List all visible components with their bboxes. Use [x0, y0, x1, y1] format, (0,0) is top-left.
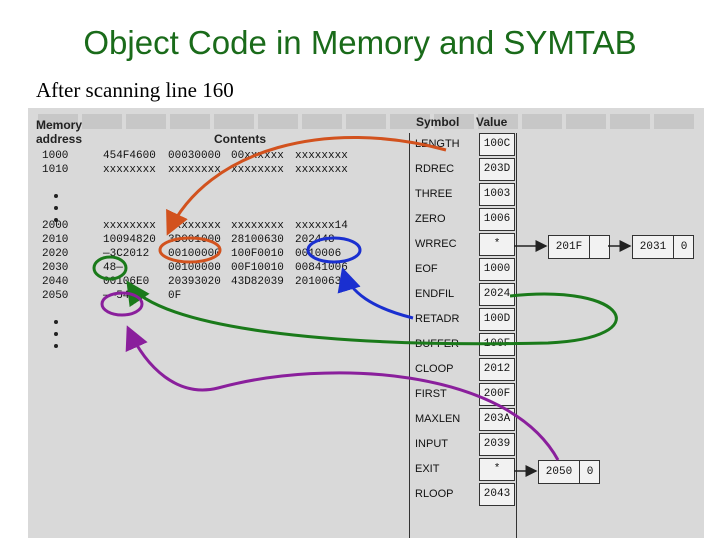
symbol-name: EXIT — [415, 463, 440, 475]
contents-header: Contents — [214, 132, 266, 146]
endfil-ref-circle — [92, 255, 128, 281]
symbol-value: 2024 — [479, 283, 515, 306]
memory-word: 00100000 — [168, 248, 221, 260]
symbol-name: ENDFIL — [415, 288, 455, 300]
symbol-value: 2012 — [479, 358, 515, 381]
exit-ref-arrow — [125, 325, 560, 461]
background-scan-text — [38, 112, 698, 129]
ellipsis-dot — [54, 194, 58, 198]
memory-word: xxxxxxxx — [295, 164, 348, 176]
symbol-name: LENGTH — [415, 138, 460, 150]
memory-address: 2050 — [42, 290, 69, 302]
symbol-value: 1000 — [479, 258, 515, 281]
symbol-name: RETADR — [415, 313, 460, 325]
chain-value: 2031 — [639, 241, 667, 253]
chain-pointer — [589, 236, 610, 258]
symbol-value: 1006 — [479, 208, 515, 231]
memory-word: 00F10010 — [231, 262, 284, 274]
memory-word: 20100630 — [295, 276, 348, 288]
memory-word: 28100630 — [231, 234, 284, 246]
symbol-name: MAXLEN — [415, 413, 461, 425]
memory-word: xxxxxx14 — [295, 220, 348, 232]
memory-address: 1010 — [42, 164, 69, 176]
symbol-value: 1003 — [479, 183, 515, 206]
rdrec-ref-arrow — [166, 135, 447, 236]
chain-value: 2050 — [545, 466, 573, 478]
wrrec-chain-node-2: 2031 0 — [632, 235, 694, 259]
exit-chain-node-1: 2050 0 — [538, 460, 600, 484]
memory-word: xxxxxxxx — [168, 164, 221, 176]
exit-ref-circle — [100, 291, 144, 317]
endfil-ref-arrow — [126, 280, 618, 346]
symbol-name: RLOOP — [415, 488, 454, 500]
memory-word: 00100000 — [168, 262, 221, 274]
reference-arrows — [92, 135, 632, 477]
memory-word: 454F4600 — [103, 150, 156, 162]
memory-address: 2040 — [42, 276, 69, 288]
symbol-header: Symbol — [416, 115, 460, 129]
memory-word: 00030000 — [168, 150, 221, 162]
symbol-value: 2043 — [479, 483, 515, 506]
memory-address-header: Memory address — [36, 118, 83, 146]
memory-word: xxxxxxxx — [231, 164, 284, 176]
memory-word: 20393020 — [168, 276, 221, 288]
symbol-name: THREE — [415, 188, 453, 200]
symtab-frame — [409, 133, 517, 538]
symbol-name: CLOOP — [415, 363, 454, 375]
memory-word: 43D82039 — [231, 276, 284, 288]
symbol-value: 100C — [479, 133, 515, 156]
symbol-value: 203D — [479, 158, 515, 181]
memory-word: xxxxxxxx — [295, 150, 348, 162]
memory-word: 48— — [103, 262, 123, 274]
memory-word: xxxxxxxx — [103, 164, 156, 176]
memory-address: 2030 — [42, 262, 69, 274]
symbol-name: RDREC — [415, 163, 455, 175]
symbol-value: * — [479, 458, 515, 481]
symbol-value: 203A — [479, 408, 515, 431]
symbol-name: INPUT — [415, 438, 448, 450]
memory-word: xxxxxxxx — [231, 220, 284, 232]
symbol-value: 2039 — [479, 433, 515, 456]
memory-address: 2020 — [42, 248, 69, 260]
value-header: Value — [476, 115, 508, 129]
symbol-value: 100D — [479, 308, 515, 331]
memory-word: 0010006 — [295, 248, 342, 260]
symbol-name: ZERO — [415, 213, 446, 225]
slide-subtitle: After scanning line 160 — [36, 78, 234, 102]
symbol-name: WRREC — [415, 238, 457, 250]
memory-word: 100F0010 — [231, 248, 284, 260]
memory-word: 0F — [168, 290, 182, 302]
ellipsis-dot — [54, 332, 58, 336]
retadr-ref-arrow — [337, 267, 414, 320]
chain-pointer: 0 — [673, 236, 694, 258]
symbol-name: FIRST — [415, 388, 447, 400]
textbook-figure: Memory address Contents Symbol Value 100… — [28, 108, 704, 538]
slide-title: Object Code in Memory and SYMTAB — [83, 24, 637, 61]
memory-address: 2010 — [42, 234, 69, 246]
memory-word: xxxxxxxx — [103, 220, 156, 232]
memory-word: 00841006 — [295, 262, 348, 274]
memory-address: 1000 — [42, 150, 69, 162]
chain-value: 201F — [555, 241, 583, 253]
wrrec-chain-node-1: 201F — [548, 235, 610, 259]
memory-word: 10094820 — [103, 234, 156, 246]
ellipsis-dot — [54, 320, 58, 324]
ellipsis-dot — [54, 218, 58, 222]
chain-pointer: 0 — [579, 461, 600, 483]
ellipsis-dot — [54, 344, 58, 348]
ellipsis-dot — [54, 206, 58, 210]
symbol-name: EOF — [415, 263, 438, 275]
memory-address: 2000 — [42, 220, 69, 232]
retadr-ref-circle — [306, 236, 362, 264]
symbol-value: * — [479, 233, 515, 256]
rdrec-ref-circle — [158, 236, 222, 264]
